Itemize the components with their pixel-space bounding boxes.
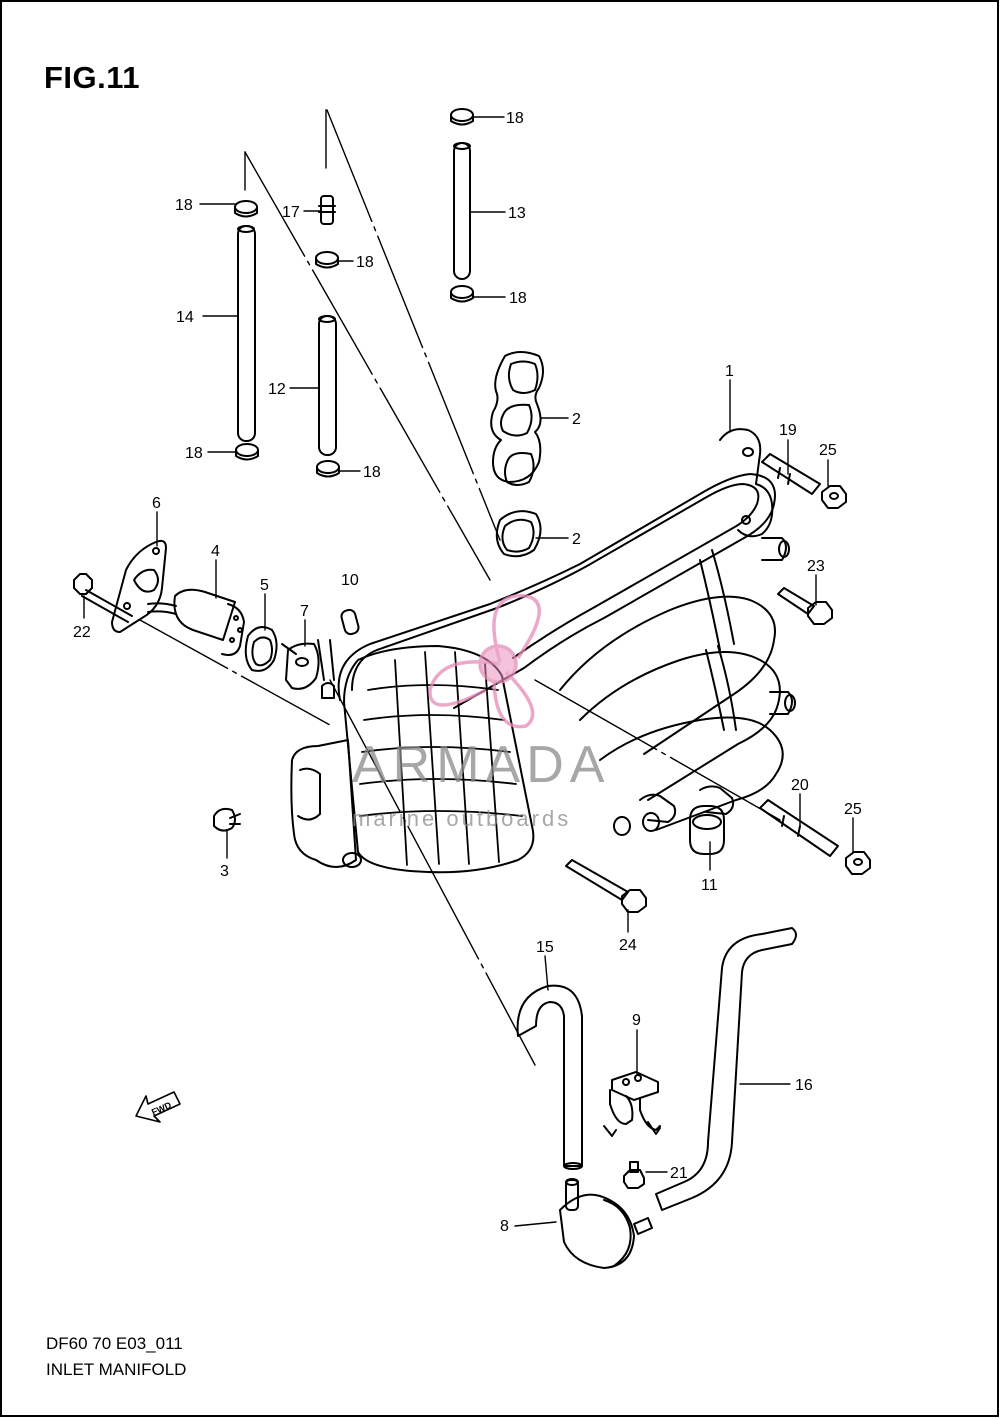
nut-part-25-upper [821,485,847,509]
screw-part-21 [623,1161,645,1189]
callout-18: 18 [185,445,203,462]
callout-5: 5 [260,577,269,594]
hose-joint-part-17 [318,195,336,225]
hose-part-12 [318,315,337,456]
callout-16: 16 [795,1077,813,1094]
callout-9: 9 [632,1012,641,1029]
callout-14: 14 [176,309,194,326]
callout-7: 7 [300,603,309,620]
leader-lines [83,116,854,1227]
stud-part-19 [761,453,821,495]
hose-part-14 [237,225,256,442]
inlet-manifold-part-1 [290,428,796,874]
gasket-part-2-upper [490,351,544,486]
gasket-part-2-lower [495,510,542,558]
callout-18: 18 [363,464,381,481]
assembly-guide-lines [139,109,781,1066]
callout-25: 25 [819,442,837,459]
diagram-code: DF60 70 E03_011 [46,1334,183,1353]
propeller-logo-icon [428,594,541,729]
callout-23: 23 [807,558,825,575]
dowel-part-10 [340,608,360,636]
callout-6: 6 [152,495,161,512]
callout-12: 12 [268,381,286,398]
callout-18: 18 [509,290,527,307]
callout-13: 13 [508,205,526,222]
callout-15: 15 [536,939,554,956]
callout-2: 2 [572,411,581,428]
forward-direction-arrow [135,1091,181,1123]
stud-part-20 [759,799,839,857]
hose-part-15 [516,984,583,1170]
bolt-part-24 [565,859,647,913]
hose-part-13 [453,142,471,280]
bolt-part-23 [777,587,833,625]
callout-20: 20 [791,777,809,794]
armada-watermark: ARMADA marine outboards [352,594,610,831]
nut-part-25-lower [845,851,871,875]
hose-part-16 [655,927,797,1211]
callout-21: 21 [670,1165,688,1182]
callout-24: 24 [619,937,637,954]
fwd-label: FWD [150,1100,173,1118]
callout-3: 3 [220,863,229,880]
callout-18: 18 [506,110,524,127]
callout-1: 1 [725,363,734,380]
hose-clamp-part-18 [234,108,474,478]
fuel-filter-part-8 [559,1178,653,1269]
callout-10: 10 [341,572,359,589]
figure-title: FIG.11 [44,60,141,95]
gasket-part-5 [244,626,278,672]
fitting-part-7 [281,642,320,690]
callout-22: 22 [73,624,91,641]
watermark-tagline: marine outboards [352,806,571,831]
callout-11: 11 [701,877,718,894]
bracket-part-9 [603,1071,661,1137]
callout-19: 19 [779,422,797,439]
collar-part-11 [689,805,725,855]
callout-17: 17 [282,204,300,221]
callout-labels: 18 13 18 18 17 18 14 12 18 18 2 2 1 19 2… [73,110,862,1235]
grommet-part-3 [213,807,241,832]
callout-2: 2 [572,531,581,548]
callout-4: 4 [211,543,220,560]
gasket-part-6 [111,539,167,633]
callout-25: 25 [844,801,862,818]
idle-air-valve-part-4 [147,588,245,656]
callout-18: 18 [356,254,374,271]
diagram-name: INLET MANIFOLD [46,1360,187,1379]
callout-18: 18 [175,197,193,214]
bolt-part-22 [73,573,133,623]
callout-8: 8 [500,1218,509,1235]
watermark-brand: ARMADA [352,736,610,794]
